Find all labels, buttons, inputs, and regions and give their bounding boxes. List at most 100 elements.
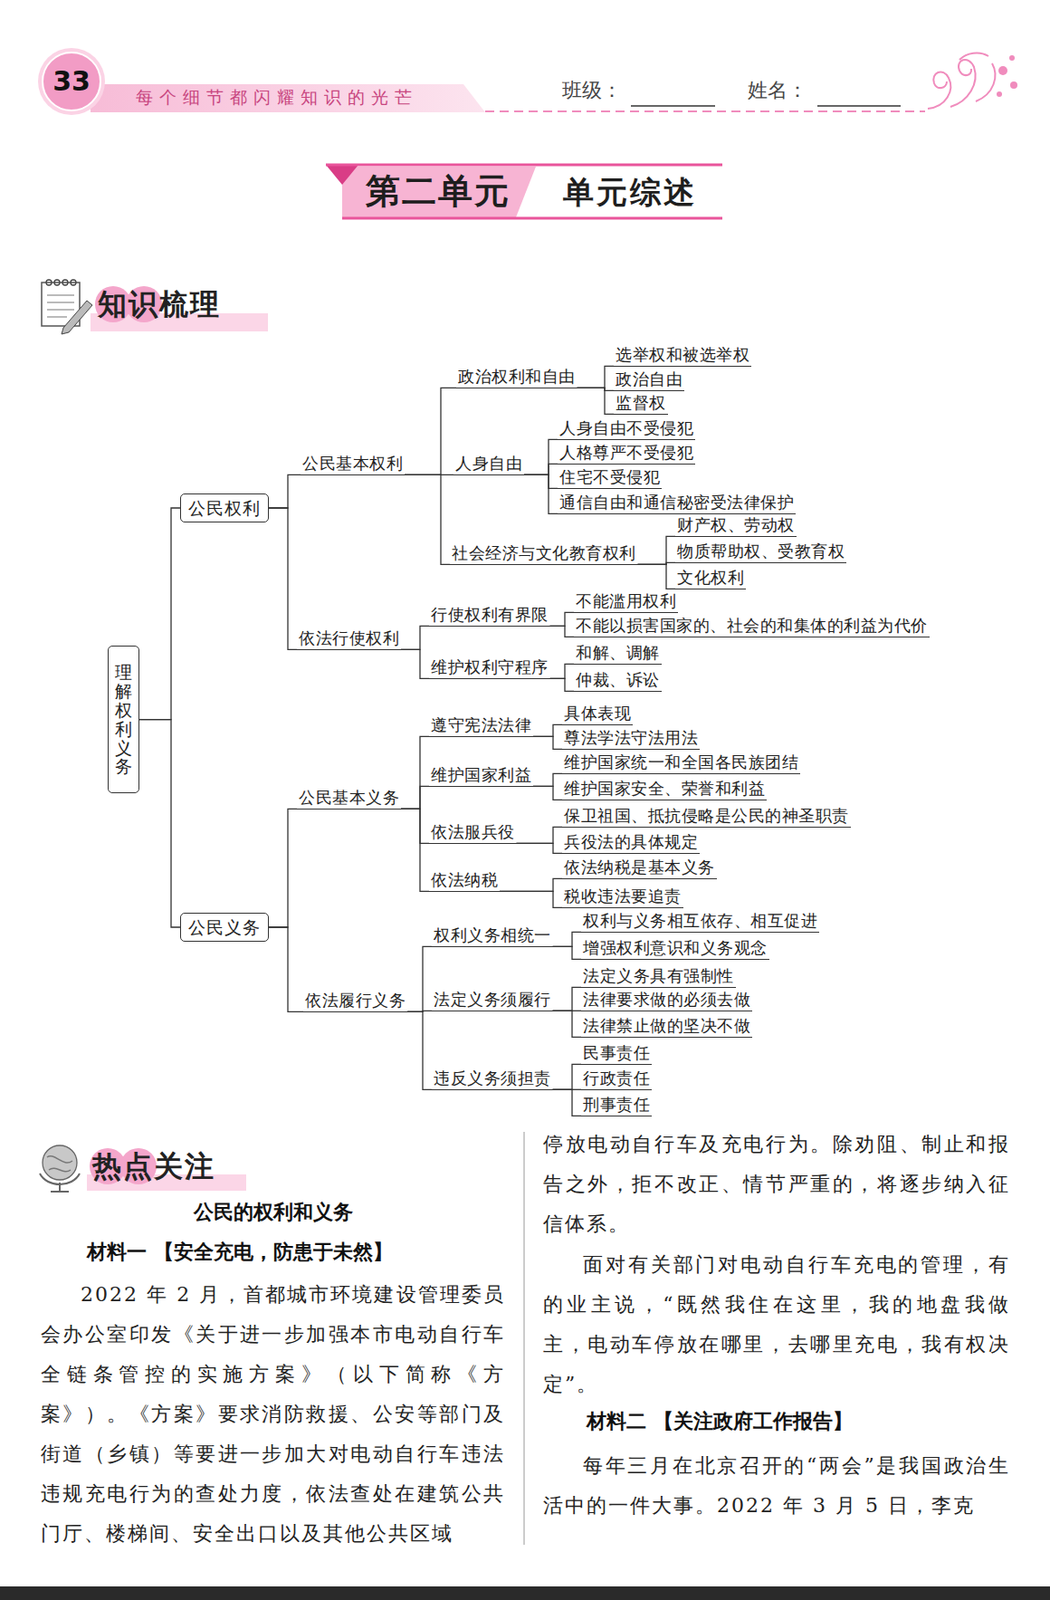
ruling xyxy=(47,309,75,311)
ring xyxy=(70,279,77,286)
node-text: 权利与义务相互依存、相互促进 xyxy=(582,910,818,930)
topic-label: 财产权、劳动权 xyxy=(675,515,797,537)
node-text: 法定义务具有强制性 xyxy=(582,965,735,985)
topic-label: 尊法学法守法用法 xyxy=(562,727,700,750)
tree-connector xyxy=(524,463,558,475)
tree-connector xyxy=(533,735,563,749)
tree-connector xyxy=(516,826,564,843)
slogan: 每个细节都闪耀知识的光芒 xyxy=(135,85,419,108)
node-text: 维护权利守程序 xyxy=(430,657,549,677)
tree-connector xyxy=(550,663,575,678)
swirl xyxy=(959,53,989,60)
topic-label: 住宅不受侵犯 xyxy=(557,467,662,489)
dot xyxy=(1010,81,1018,89)
topic-label: 法律要求做的必须去做 xyxy=(581,989,753,1012)
article-paragraph: 面对有关部门对电动自行车充电的管理，有的业主说，“既然我住在这里，我的地盘我做主… xyxy=(543,1244,1011,1404)
banner-line xyxy=(342,217,723,220)
tree-connector xyxy=(550,611,575,626)
node-text: 物质帮助权、受教育权 xyxy=(677,541,845,561)
material-heading: 材料二 【关注政府工作报告】 xyxy=(586,1406,1011,1436)
topic-label: 政治自由 xyxy=(613,369,685,392)
tree-connector xyxy=(400,625,430,650)
column-divider xyxy=(524,1131,525,1545)
globe-stand xyxy=(50,1190,69,1193)
node-text: 人格尊严不受侵犯 xyxy=(559,442,694,462)
topic-label: 权利义务相统一 xyxy=(431,925,554,947)
topic-label: 人身自由不受侵犯 xyxy=(557,418,696,440)
node-text: 保卫祖国、抵抗侵略是公民的神圣职责 xyxy=(563,805,850,825)
topic-label: 公民基本义务 xyxy=(296,787,401,810)
node-text: 人身自由不受侵犯 xyxy=(559,418,694,438)
tree-connector xyxy=(268,507,297,650)
node-text: 违反义务须担责 xyxy=(433,1068,552,1088)
topic-label: 增强权利意识和义务观念 xyxy=(581,937,770,960)
page-number: 33 xyxy=(40,64,103,99)
node-text: 不能以损害国家的、社会的和集体的利益为代价 xyxy=(575,615,928,635)
node-text: 人身自由 xyxy=(455,453,523,473)
topic-label: 不能滥用权利 xyxy=(573,591,678,613)
root-box: 理解权利义务 xyxy=(107,645,140,793)
tree-connector xyxy=(550,625,575,637)
node-text: 行政责任 xyxy=(582,1068,650,1088)
topic-label: 依法行使权利 xyxy=(296,628,401,650)
tree-connector xyxy=(400,735,430,809)
node-text: 税收违法要追责 xyxy=(563,886,682,906)
tree-connector xyxy=(404,387,457,475)
node-text: 不能滥用权利 xyxy=(575,591,677,611)
tree-connector xyxy=(533,724,563,736)
article-title: 公民的权利和义务 xyxy=(40,1198,506,1226)
tree-connector xyxy=(407,1011,432,1089)
tree-connector xyxy=(400,785,430,809)
node-text: 住宅不受侵犯 xyxy=(559,467,660,487)
topic-label: 法定义务须履行 xyxy=(431,989,554,1012)
tree-connector xyxy=(553,931,583,946)
globe xyxy=(42,1145,77,1180)
topic-label: 权利与义务相互依存、相互促进 xyxy=(581,910,820,933)
node-text: 维护国家安全、荣誉和利益 xyxy=(563,778,765,798)
tree-connector xyxy=(533,773,563,786)
topic-label: 兵役法的具体规定 xyxy=(562,831,700,854)
tree-connector xyxy=(268,926,304,1012)
node-text: 财产权、劳动权 xyxy=(677,515,795,535)
node-text: 仲裁、诉讼 xyxy=(575,669,660,689)
node-text: 维护国家利益 xyxy=(430,764,532,784)
tree-connector xyxy=(499,878,563,891)
banner-line xyxy=(325,163,723,167)
tree-connector xyxy=(400,649,430,678)
tree-connector xyxy=(268,474,301,508)
tree-connector xyxy=(553,945,583,959)
section-heading: 知识梳理 xyxy=(97,287,221,321)
node-text: 监督权 xyxy=(615,392,667,412)
ring xyxy=(46,279,52,286)
unit-subtitle: 单元综述 xyxy=(563,171,697,212)
dot xyxy=(1009,55,1015,61)
node-text: 具体表现 xyxy=(563,703,631,723)
node-text: 法律要求做的必须去做 xyxy=(582,989,751,1009)
topic-label: 违反义务须担责 xyxy=(431,1068,554,1090)
tree-connector xyxy=(638,563,677,589)
node-text: 选举权和被选举权 xyxy=(615,344,750,364)
topic-label: 文化权利 xyxy=(675,567,746,590)
topic-label: 和解、调解 xyxy=(573,642,662,665)
node-text: 尊法学法守法用法 xyxy=(563,727,698,747)
node-text: 社会经济与文化教育权利 xyxy=(451,543,637,563)
pencil xyxy=(61,300,93,335)
topic-label: 依法履行义务 xyxy=(303,990,408,1012)
name-field: 姓名： xyxy=(747,77,808,104)
node-text: 政治权利和自由 xyxy=(458,366,576,386)
swirl xyxy=(927,71,951,109)
topic-label: 刑事责任 xyxy=(581,1094,652,1117)
topic-label: 维护权利守程序 xyxy=(429,657,551,679)
dot xyxy=(996,91,1003,97)
node-text: 权利义务相统一 xyxy=(433,925,552,945)
tree-connector xyxy=(553,1088,583,1116)
article-paragraph: 2022 年 2 月，首都城市环境建设管理委员会办公室印发《关于进一步加强本市电… xyxy=(40,1274,506,1554)
tree-connector xyxy=(407,945,432,1012)
header-dashed-line xyxy=(485,110,926,113)
topic-label: 行使权利有界限 xyxy=(429,604,551,627)
node-text: 公民基本权利 xyxy=(302,453,403,473)
tree-connector xyxy=(499,890,563,907)
topic-label: 人格尊严不受侵犯 xyxy=(557,442,696,465)
article-paragraph: 每年三月在北京召开的“两会”是我国政治生活中的一件大事。2022 年 3 月 5… xyxy=(543,1445,1011,1526)
topic-label: 通信自由和通信秘密受法律保护 xyxy=(557,492,796,515)
